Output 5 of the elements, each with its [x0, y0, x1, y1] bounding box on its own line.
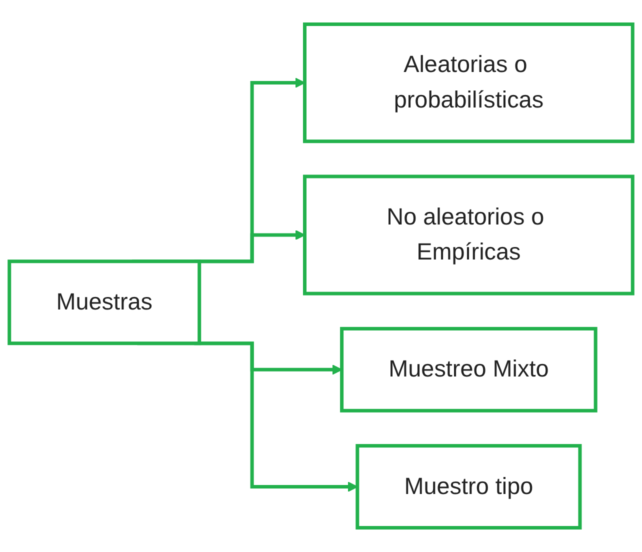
node-box: Muestreo Mixto: [340, 326, 598, 412]
node-box: Aleatorias o probabilísticas: [303, 22, 634, 144]
node-box: Muestras: [8, 260, 202, 346]
node-box: No aleatorios o Empíricas: [303, 174, 634, 296]
node-box: Muestro tipo: [356, 444, 582, 530]
